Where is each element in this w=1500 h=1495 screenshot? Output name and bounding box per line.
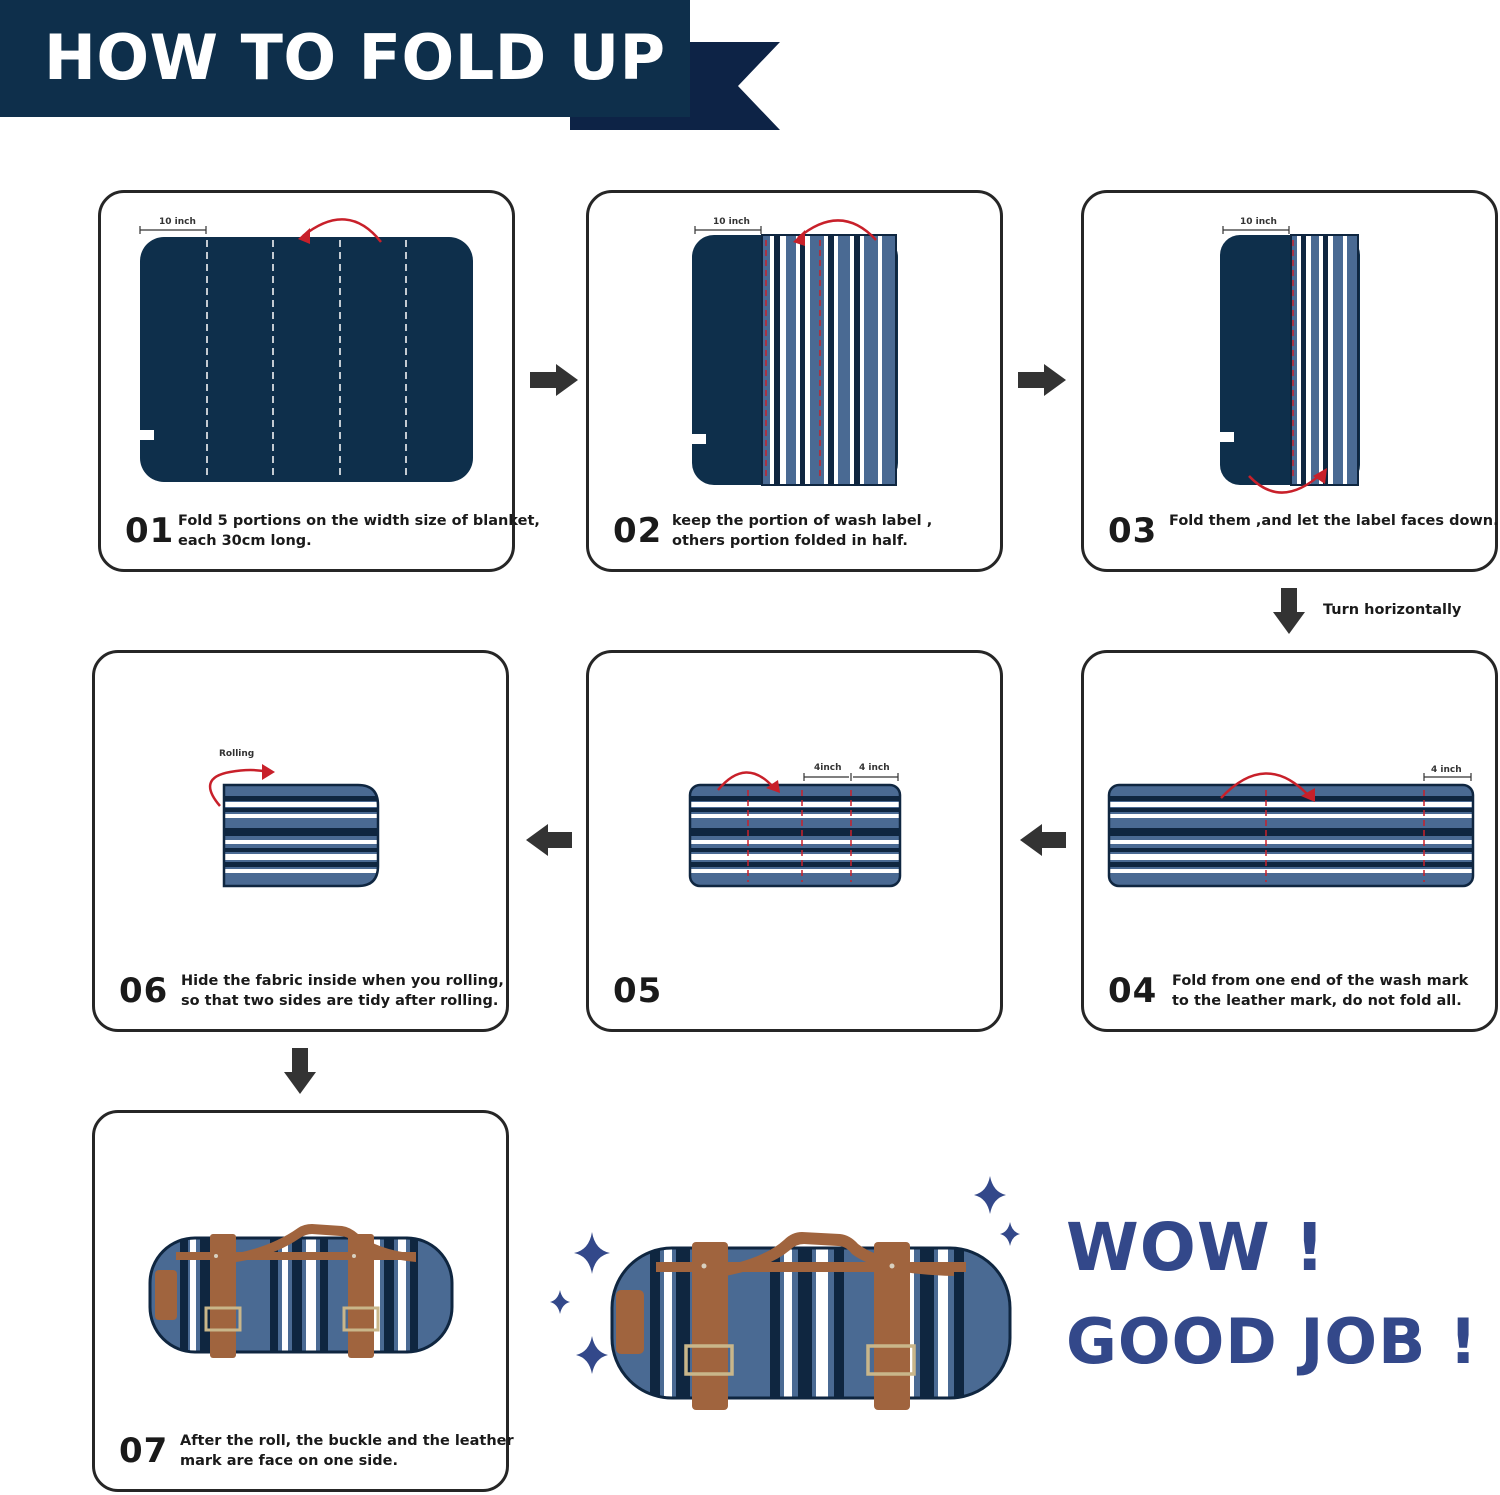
blanket-illustration-01 — [139, 218, 473, 482]
step-card-06: Rolling 06 Hide the fabric inside when y… — [92, 650, 509, 1032]
arrow-right-icon — [530, 364, 578, 396]
good-job-text: GOOD JOB ! — [1066, 1305, 1479, 1378]
step-description-07-line2: mark are face on one side. — [180, 1453, 398, 1469]
step-number-03: 03 — [1108, 511, 1158, 551]
step-number-05: 05 — [613, 971, 663, 1011]
arrow-right-icon — [1018, 364, 1066, 396]
blanket-illustration-05 — [688, 771, 902, 888]
arrow-left-icon — [1020, 824, 1066, 856]
measure-label-04: 4 inch — [1431, 765, 1462, 775]
blanket-illustration-03 — [1220, 226, 1360, 494]
measure-label-06: Rolling — [219, 749, 255, 759]
sparkle-icon — [550, 1176, 1020, 1374]
title-banner — [0, 0, 690, 117]
step-number-04: 04 — [1108, 971, 1158, 1011]
step-description-04-line2: to the leather mark, do not fold all. — [1172, 993, 1462, 1009]
step-description-06-line2: so that two sides are tidy after rolling… — [181, 993, 499, 1009]
step-card-07: 07 After the roll, the buckle and the le… — [92, 1110, 514, 1492]
wow-text: WOW ! — [1066, 1209, 1326, 1286]
measure-label-05a: 4inch — [814, 763, 842, 773]
step-description-07-line1: After the roll, the buckle and the leath… — [180, 1433, 514, 1449]
step-description-01-line2: each 30cm long. — [178, 533, 312, 549]
blanket-illustration-04 — [1107, 772, 1475, 888]
blanket-illustration-02 — [692, 219, 898, 486]
rolled-blanket-illustration-07 — [148, 1224, 454, 1358]
step-number-06: 06 — [119, 971, 169, 1011]
step-description-06-line1: Hide the fabric inside when you rolling, — [181, 973, 504, 989]
step-number-01: 01 — [125, 511, 175, 551]
step-card-04: 4 inch 04 Fold from one end of the wash … — [1081, 650, 1498, 1032]
step-description-02-line1: keep the portion of wash label , — [672, 513, 933, 529]
step-description-02-line2: others portion folded in half. — [672, 533, 908, 549]
step-card-02: 10 inch 02 keep the portion of wash labe… — [586, 190, 1003, 572]
step-description-01-line1: Fold 5 portions on the width size of bla… — [178, 513, 540, 529]
step-card-05: 4inch 4 inch 05 — [586, 650, 1003, 1032]
step-card-01: 10 inch 01 Fold 5 portions on the width … — [98, 190, 540, 572]
step-card-03: 10 inch 03 Fold them ,and let the label … — [1081, 190, 1499, 572]
step-description-04-line1: Fold from one end of the wash mark — [1172, 973, 1469, 989]
turn-horizontally-label: Turn horizontally — [1323, 602, 1462, 618]
measure-label-05b: 4 inch — [859, 763, 890, 773]
step-number-02: 02 — [613, 511, 663, 551]
measure-label-01: 10 inch — [159, 217, 196, 227]
measure-label-02: 10 inch — [713, 217, 750, 227]
measure-label-03: 10 inch — [1240, 217, 1277, 227]
page-title: HOW TO FOLD UP — [44, 21, 666, 94]
arrow-down-icon — [284, 1048, 316, 1094]
step-number-07: 07 — [119, 1431, 169, 1471]
blanket-illustration-06 — [208, 764, 380, 888]
arrow-left-icon — [526, 824, 572, 856]
step-description-03-line1: Fold them ,and let the label faces down. — [1169, 513, 1499, 529]
arrow-down-icon — [1273, 588, 1305, 634]
